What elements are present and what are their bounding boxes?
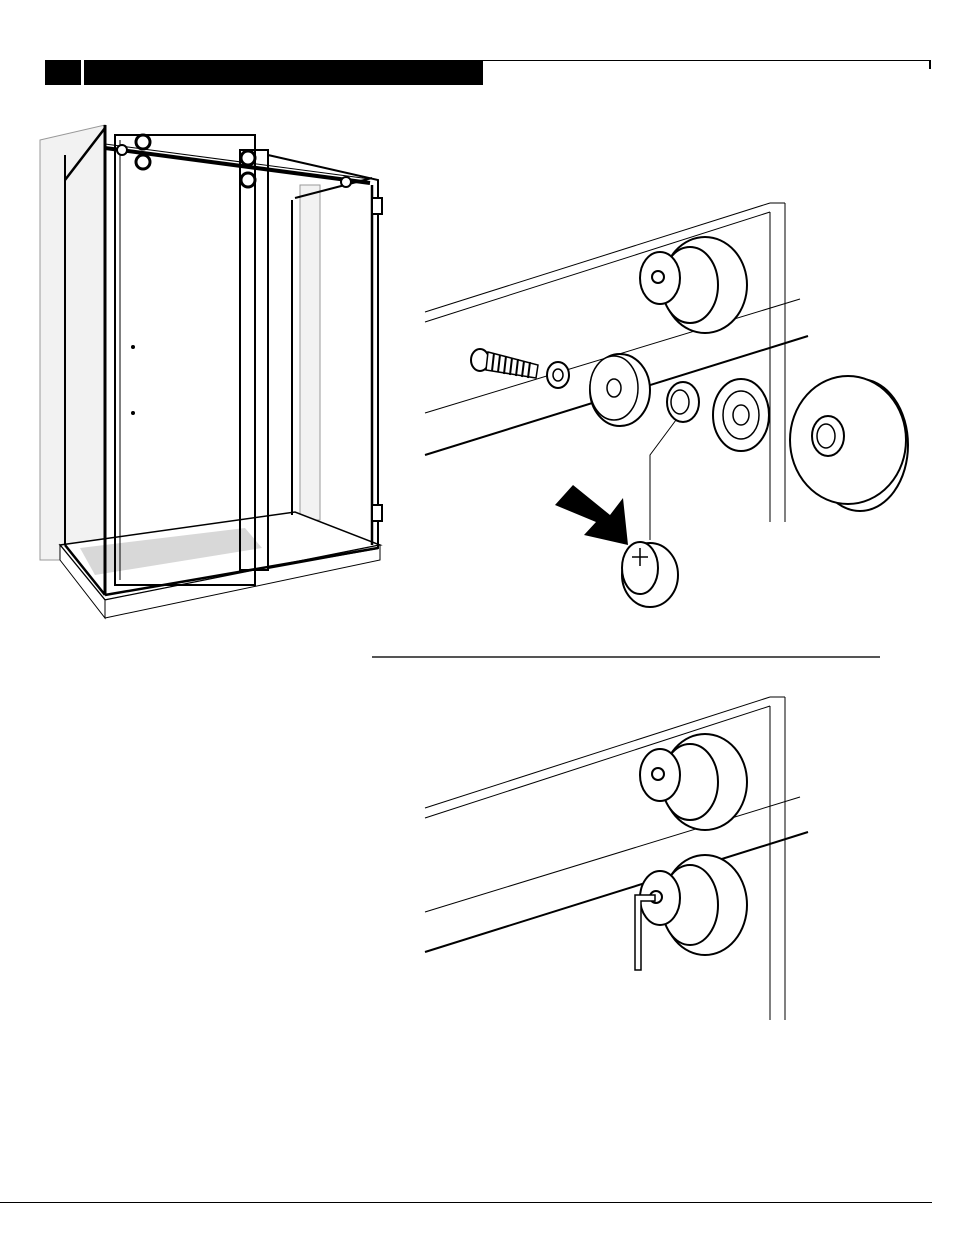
installed-roller-upper	[640, 734, 747, 830]
footer-rule	[0, 1202, 932, 1203]
installed-roller-lower	[640, 855, 747, 955]
